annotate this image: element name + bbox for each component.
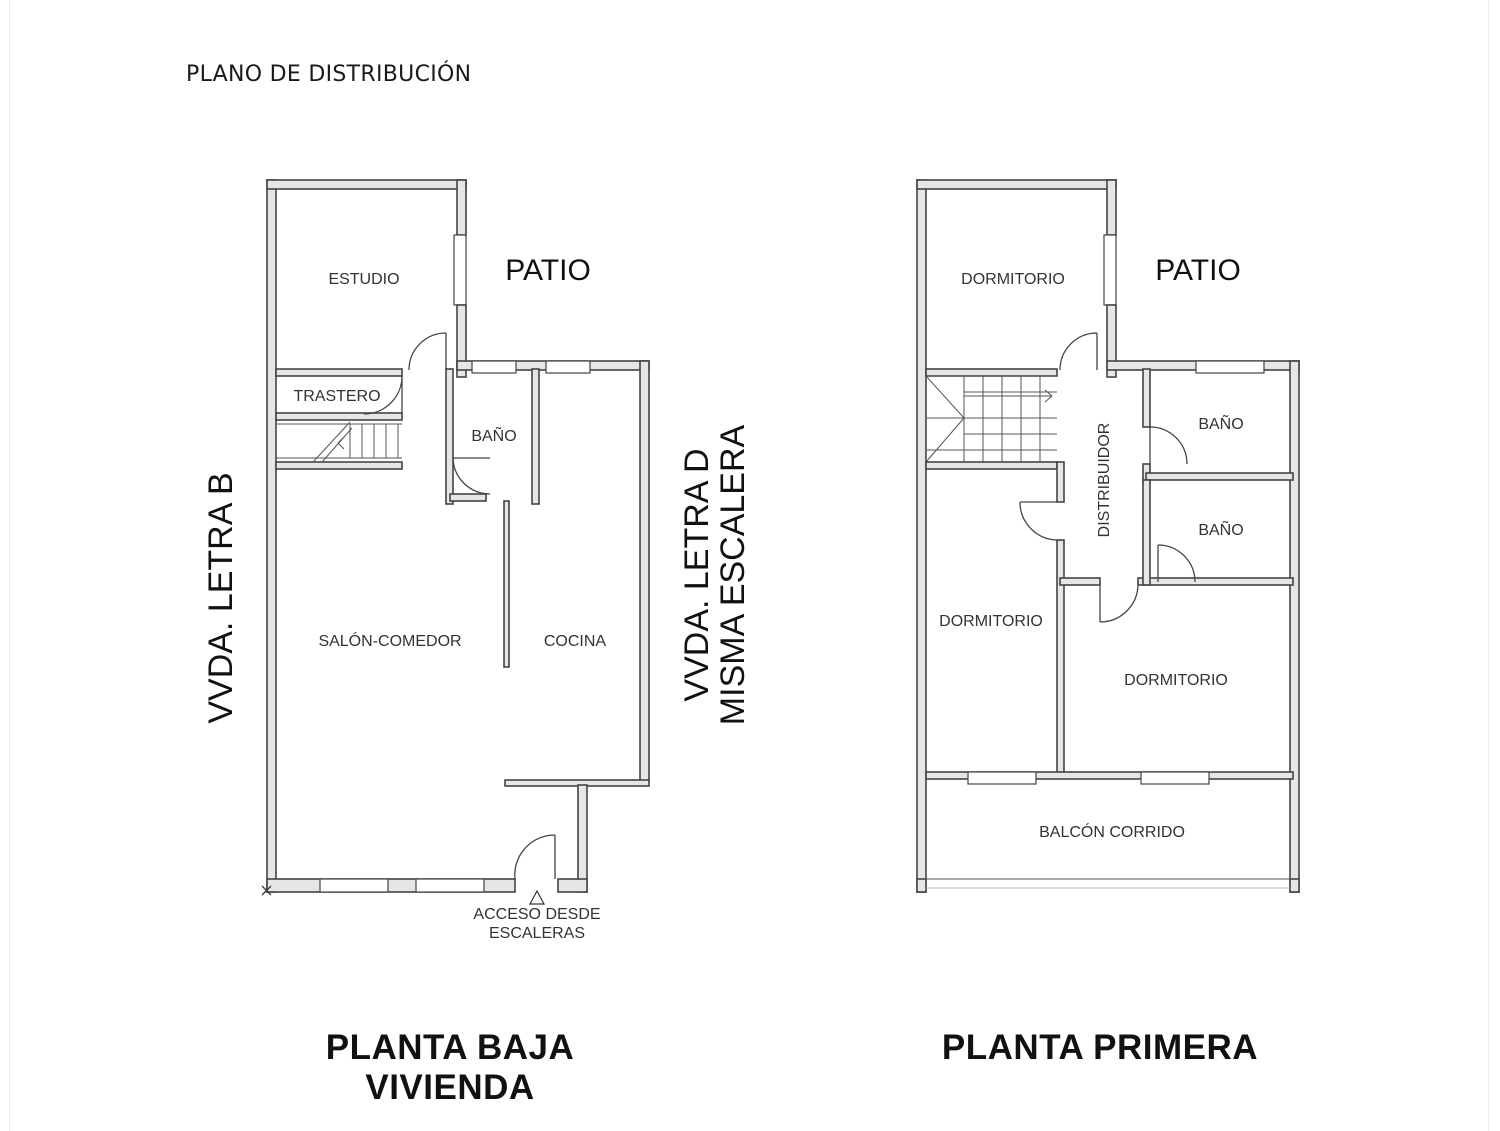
wall-stair-south-ff [925, 461, 1058, 470]
wall-patio-upper-ff [1106, 179, 1117, 236]
door-bano-1[interactable] [1149, 426, 1188, 465]
wall-bano-west [445, 368, 454, 505]
wall-west [266, 179, 277, 893]
room-label-balcon: BALCÓN CORRIDO [1039, 822, 1185, 841]
wall-kitchen-divider [503, 500, 510, 668]
caption-ground-line1: PLANTA BAJA [325, 1028, 575, 1067]
room-label-bano: BAÑO [471, 425, 516, 445]
caption-first-floor: PLANTA PRIMERA [900, 1028, 1300, 1068]
window-cocina [545, 360, 591, 374]
door-bano-2[interactable] [1157, 544, 1196, 583]
ground-floor-plan: ESTUDIO TRASTERO BAÑO SALÓN-COMEDOR COCI… [202, 179, 752, 942]
wall-south-right [557, 878, 588, 893]
room-label-distribuidor: DISTRIBUIDOR [1096, 423, 1113, 538]
wall-east-lower [577, 784, 588, 893]
first-floor-plan: DORMITORIO PATIO DISTRIBUIDOR BAÑO BAÑO … [916, 179, 1300, 893]
room-label-salon: SALÓN-COMEDOR [318, 631, 461, 650]
wall-east-ff [1289, 360, 1300, 893]
wall-patio-lower-ff [1106, 304, 1117, 378]
wall-bano2-west [1142, 479, 1151, 586]
post-south-east [1289, 878, 1300, 893]
wall-bano-east [531, 368, 540, 505]
wall-dist-west-a [1056, 461, 1065, 503]
door-dormitorio-top[interactable] [1059, 332, 1098, 371]
wall-trastero-south [275, 412, 403, 421]
caption-first-line1: PLANTA PRIMERA [941, 1028, 1259, 1067]
wall-patio-upper [456, 179, 467, 236]
wall-dist-south-b [1137, 577, 1294, 586]
wall-balcony-north [925, 771, 1294, 780]
first-floor-stair [925, 375, 1057, 463]
wall-kitchen-south [504, 779, 650, 787]
access-label-line1: ACCESO DESDE [473, 906, 600, 923]
door-trastero[interactable] [363, 375, 403, 415]
room-label-dormitorio-left: DORMITORIO [939, 613, 1043, 630]
access-label-line2: ESCALERAS [489, 925, 585, 942]
patio-label-first: PATIO [1155, 254, 1241, 287]
caption-ground-line2: VIVIENDA [365, 1068, 535, 1107]
wall-west-ff [916, 179, 927, 893]
access-arrow-icon [528, 889, 546, 905]
door-dormitorio-left[interactable] [1019, 501, 1058, 541]
corner-mark-icon [261, 885, 272, 896]
room-label-dormitorio-right: DORMITORIO [1124, 672, 1228, 689]
wall-patio-lower [456, 304, 467, 378]
wall-north-ff [916, 179, 1117, 190]
caption-ground-floor: PLANTA BAJA VIVIENDA [300, 1028, 600, 1108]
window-salon-1 [319, 878, 389, 893]
room-label-bano-1: BAÑO [1198, 413, 1243, 433]
plan-sheet [10, 0, 1488, 1131]
room-label-estudio: ESTUDIO [328, 271, 399, 288]
wall-estudio-south [275, 368, 403, 377]
wall-bano1-west-a [1142, 368, 1151, 428]
side-label-left: VVDA. LETRA B [202, 472, 240, 723]
wall-bano1-south [1145, 472, 1294, 481]
wall-stair-south [275, 461, 403, 470]
wall-dorm-top-south [925, 368, 1058, 377]
room-label-cocina: COCINA [544, 633, 607, 650]
window-estudio [453, 234, 467, 306]
wall-dist-west-b [1056, 539, 1065, 779]
side-label-right-line2: MISMA ESCALERA [714, 424, 752, 725]
window-bano [471, 360, 517, 374]
window-dorm-right [1140, 771, 1210, 785]
door-estudio[interactable] [408, 332, 447, 371]
wall-bano-south [449, 493, 487, 502]
room-label-trastero: TRASTERO [293, 388, 380, 405]
post-south-west [916, 878, 927, 893]
window-salon-2 [415, 878, 485, 893]
room-label-bano-2: BAÑO [1198, 519, 1243, 539]
door-bano[interactable] [452, 457, 491, 495]
document-title: PLANO DE DISTRIBUCIÓN [186, 62, 472, 87]
wall-east [639, 360, 650, 783]
room-label-dormitorio-top: DORMITORIO [961, 271, 1065, 288]
patio-label-ground: PATIO [505, 254, 591, 287]
door-dormitorio-right[interactable] [1099, 584, 1139, 623]
window-dormitorio-top [1103, 234, 1117, 306]
wall-north [266, 179, 467, 190]
wall-dist-south-a [1059, 577, 1101, 586]
ground-stair [276, 421, 402, 463]
window-dorm-left [967, 771, 1037, 785]
window-bano-ff [1195, 360, 1265, 374]
side-label-right-line1: VVDA. LETRA D [678, 448, 716, 701]
door-entrance[interactable] [514, 834, 556, 880]
